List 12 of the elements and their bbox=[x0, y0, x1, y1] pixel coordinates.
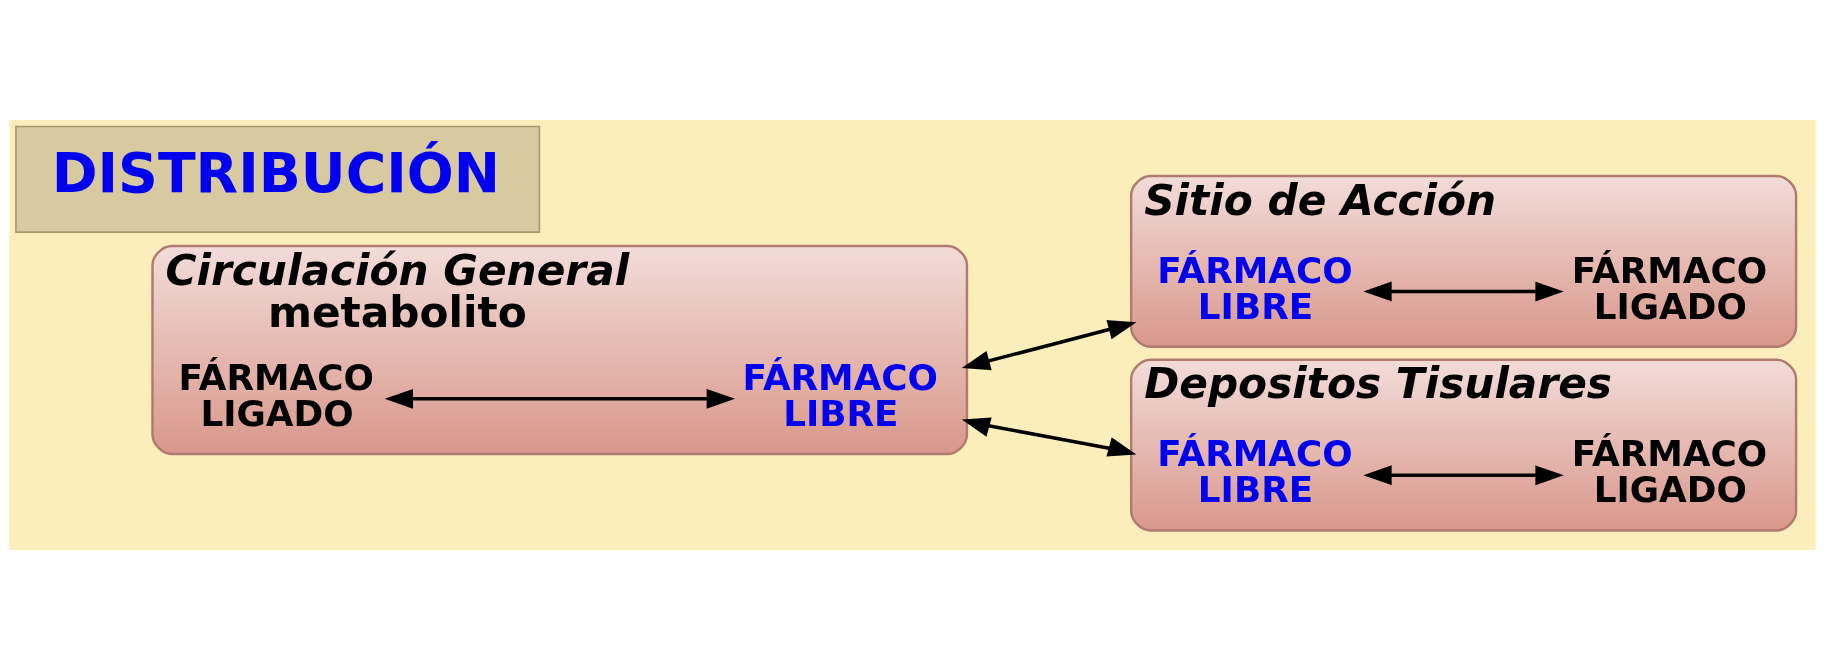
node-text: FÁRMACO LIGADO bbox=[178, 356, 374, 434]
node-text: FÁRMACO LIGADO bbox=[1571, 432, 1768, 510]
arrow bbox=[384, 388, 735, 409]
arrow bbox=[1363, 464, 1564, 485]
node-text: FÁRMACO LIBRE bbox=[742, 356, 938, 434]
arrow bbox=[1363, 281, 1564, 301]
arrow bbox=[961, 417, 1137, 457]
node-text: FÁRMACO LIGADO bbox=[1571, 249, 1768, 326]
node-box: DISTRIBUCIÓN bbox=[15, 125, 541, 233]
arrow bbox=[961, 319, 1137, 370]
node-text: FÁRMACO LIBRE bbox=[1157, 249, 1353, 326]
node-text: FÁRMACO LIBRE bbox=[1157, 432, 1353, 510]
